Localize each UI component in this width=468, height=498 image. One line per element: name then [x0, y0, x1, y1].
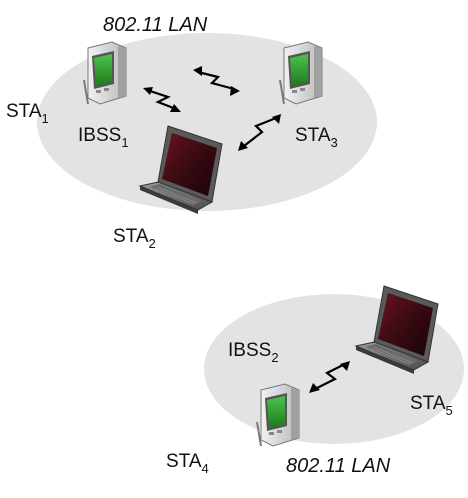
sta3-label: STA3: [295, 125, 338, 150]
link-sta1-sta2: [143, 87, 181, 112]
sta4-label: STA4: [166, 451, 209, 476]
link-sta1-sta3: [193, 66, 240, 96]
ibss1-label: IBSS1: [78, 125, 129, 150]
sta1-pda-icon: [83, 41, 127, 105]
lan-label-bottom: 802.11 LAN: [286, 455, 391, 477]
sta2-label: STA2: [113, 226, 156, 251]
sta4-pda-icon: [256, 383, 300, 447]
link-sta3-sta2: [238, 114, 281, 151]
sta1-label: STA1: [6, 101, 49, 126]
sta5-label: STA5: [410, 393, 453, 418]
link-sta4-sta5: [309, 361, 350, 393]
sta3-pda-icon: [279, 41, 323, 105]
ibss2-label: IBSS2: [228, 340, 279, 365]
lan-label-top: 802.11 LAN: [103, 14, 208, 36]
